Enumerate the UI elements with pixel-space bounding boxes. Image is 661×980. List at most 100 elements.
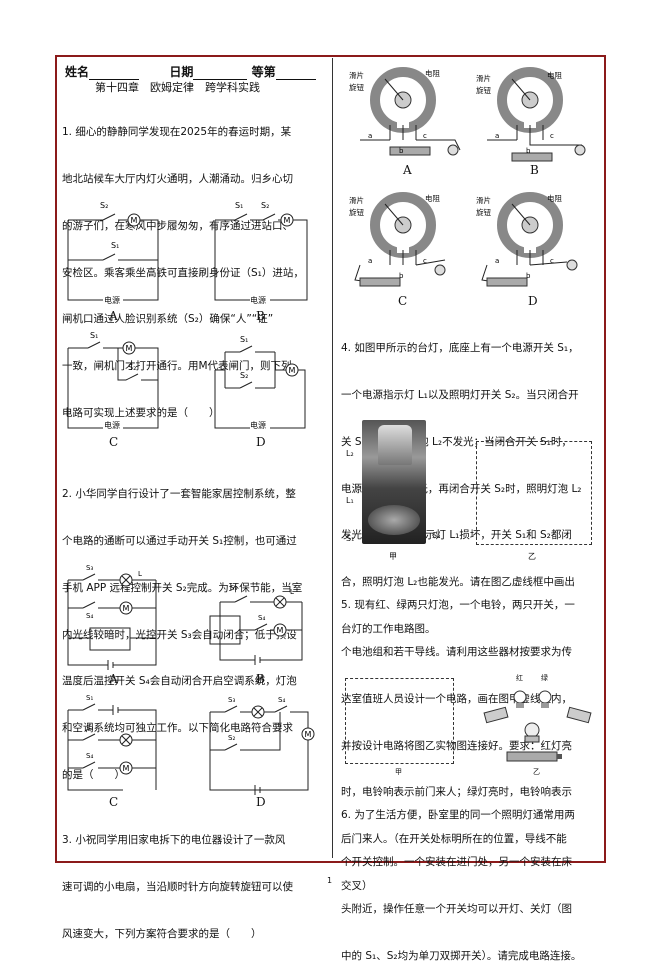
- lamp-label-s2: S₂: [432, 531, 441, 540]
- q3-a-resistor: 电阻: [425, 69, 440, 78]
- page-border: [55, 55, 606, 863]
- svg-text:M: M: [126, 344, 133, 353]
- q5-figure-a-caption: 甲: [395, 768, 402, 776]
- q1-option-d: D: [256, 435, 266, 449]
- date-blank: [193, 67, 248, 80]
- q3-figure-d: abc: [481, 192, 578, 287]
- q1-line: 1. 细心的静静同学发现在2025年的春运时期，某: [62, 126, 292, 139]
- svg-text:S₄: S₄: [278, 696, 285, 704]
- lamp-label-s1: S₁: [346, 534, 355, 543]
- q2-line: 温度后温控开关 S₄会自动闭合开启空调系统，灯泡: [62, 675, 297, 688]
- svg-text:M: M: [284, 216, 291, 225]
- svg-text:b: b: [526, 147, 531, 155]
- grade-blank: [275, 67, 316, 80]
- q3-b-slider: 滑片: [476, 74, 491, 83]
- q1-line: 一致，闸机门才打开通行。用M代表闸门，则下列: [62, 360, 292, 373]
- q1-line: 地北站候车大厅内灯火通明，人潮涌动。归乡心切: [62, 172, 293, 185]
- q6-line: 个开关控制。一个安装在进门处，另一个安装在床: [341, 855, 572, 868]
- svg-text:S₂: S₂: [100, 201, 108, 210]
- q6-line: 头附近，操作任意一个开关均可以开灯、关灯（图: [341, 902, 572, 915]
- q1-d-source: 电源: [250, 421, 266, 430]
- q1-option-c: C: [109, 435, 119, 449]
- q3-option-b: B: [530, 163, 539, 177]
- q2-option-b: B: [256, 672, 265, 686]
- q4-figure-a-caption: 甲: [389, 552, 397, 561]
- svg-text:S₁: S₁: [111, 241, 119, 250]
- q3-option-a: A: [403, 163, 412, 177]
- svg-text:L: L: [138, 570, 142, 578]
- q5-figure-b-caption: 乙: [533, 768, 540, 776]
- svg-text:a: a: [495, 257, 499, 265]
- q2-line: 2. 小华同学自行设计了一套智能家居控制系统，整: [62, 488, 296, 501]
- q3-d-resistor: 电阻: [547, 194, 562, 203]
- svg-text:a: a: [368, 257, 372, 265]
- q2-line: 和空调系统均可独立工作。以下简化电路符合要求: [62, 722, 293, 735]
- q2-option-a: A: [109, 672, 118, 686]
- svg-text:S₂: S₂: [128, 363, 136, 372]
- worksheet-header: 姓名 日期 等第: [65, 63, 316, 80]
- svg-text:S₃: S₃: [228, 696, 235, 704]
- svg-text:c: c: [423, 132, 427, 140]
- q2-line: 个电路的通断可以通过手动开关 S₁控制，也可通过: [62, 534, 297, 547]
- q5-line: 5. 现有红、绿两只灯泡，一个电铃，两只开关，一: [341, 599, 575, 612]
- lamp-base: [368, 505, 420, 535]
- green-lamp-label: 绿: [541, 674, 548, 682]
- q1-option-a: A: [109, 309, 118, 323]
- column-divider: [332, 58, 333, 858]
- q3-d-knob: 旋钮: [476, 208, 491, 217]
- q5-line: 个电池组和若干导线。请利用这些器材按要求为传: [341, 645, 572, 658]
- svg-text:M: M: [123, 764, 130, 773]
- q3-c-resistor: 电阻: [425, 194, 440, 203]
- question-3-text: 3. 小祝同学用旧家电拆下的电位器设计了一款风 速可调的小电扇，当沿顺时针方向旋…: [62, 802, 293, 958]
- svg-text:S₁: S₁: [240, 335, 248, 344]
- svg-text:S₃: S₃: [86, 724, 93, 732]
- q4-line: 4. 如图甲所示的台灯，底座上有一个电源开关 S₁，: [341, 342, 579, 355]
- q5-components-figure: [483, 690, 592, 762]
- q5-line: 并按设计电路将图乙实物图连接好。要求：红灯亮: [341, 739, 572, 752]
- q1-line: 闸机口通过人脸识别系统（S₂）确保“人”“证”: [62, 313, 274, 326]
- q4-line: 合，照明灯泡 L₂也能发光。请在图乙虚线框中画出: [341, 576, 575, 589]
- lamp-shade: [378, 425, 412, 465]
- svg-text:S₁: S₁: [235, 201, 243, 210]
- q2-line: 的是（ ）: [62, 768, 125, 781]
- q3-a-knob: 旋钮: [349, 83, 364, 92]
- q3-option-d: D: [528, 294, 538, 308]
- svg-text:M: M: [305, 730, 312, 739]
- q3-b-resistor: 电阻: [547, 71, 562, 80]
- q3-a-slider: 滑片: [349, 71, 364, 80]
- svg-text:S₂: S₂: [261, 201, 269, 210]
- q4-line: 台灯的工作电路图。: [341, 622, 436, 635]
- q1-line: 安检区。乘客乘坐高铁可直接刷身份证（S₁）进站，: [62, 266, 304, 279]
- q3-figure-c: abc: [354, 192, 446, 287]
- svg-text:S₄: S₄: [258, 614, 265, 622]
- red-lamp-label: 红: [516, 674, 523, 682]
- q1-option-b: B: [256, 309, 265, 323]
- q3-line: 3. 小祝同学用旧家电拆下的电位器设计了一款风: [62, 834, 286, 847]
- q3-figure-b: a b c: [487, 67, 586, 162]
- svg-text:S₂: S₂: [228, 734, 235, 742]
- q3-figure-a: abc: [360, 67, 461, 156]
- q3-option-c: C: [398, 294, 408, 308]
- svg-text:S₂: S₂: [240, 371, 248, 380]
- svg-text:S₁: S₁: [86, 694, 93, 702]
- q3-b-knob: 旋钮: [476, 86, 491, 95]
- lamp-label-l1: L₁: [346, 496, 354, 505]
- date-label: 日期: [169, 65, 194, 79]
- svg-text:c: c: [550, 257, 554, 265]
- svg-text:c: c: [550, 132, 554, 140]
- svg-text:L: L: [290, 588, 294, 596]
- q1-circuit-b: M S₁ S₂: [214, 201, 308, 301]
- svg-text:a: a: [495, 132, 499, 140]
- q5-line: 时，电铃响表示前门来人；绿灯亮时，电铃响表示: [341, 786, 572, 799]
- q2-option-d: D: [256, 795, 266, 809]
- q1-line: 电路可实现上述要求的是（ ）: [62, 406, 220, 419]
- q5-answer-box: [345, 678, 454, 764]
- grade-label: 等第: [251, 65, 276, 79]
- svg-text:S₃: S₃: [86, 564, 93, 572]
- question-2-text: 2. 小华同学自行设计了一套智能家居控制系统，整 个电路的通断可以通过手动开关 …: [62, 456, 302, 799]
- q3-c-knob: 旋钮: [349, 208, 364, 217]
- q1-c-source: 电源: [104, 421, 120, 430]
